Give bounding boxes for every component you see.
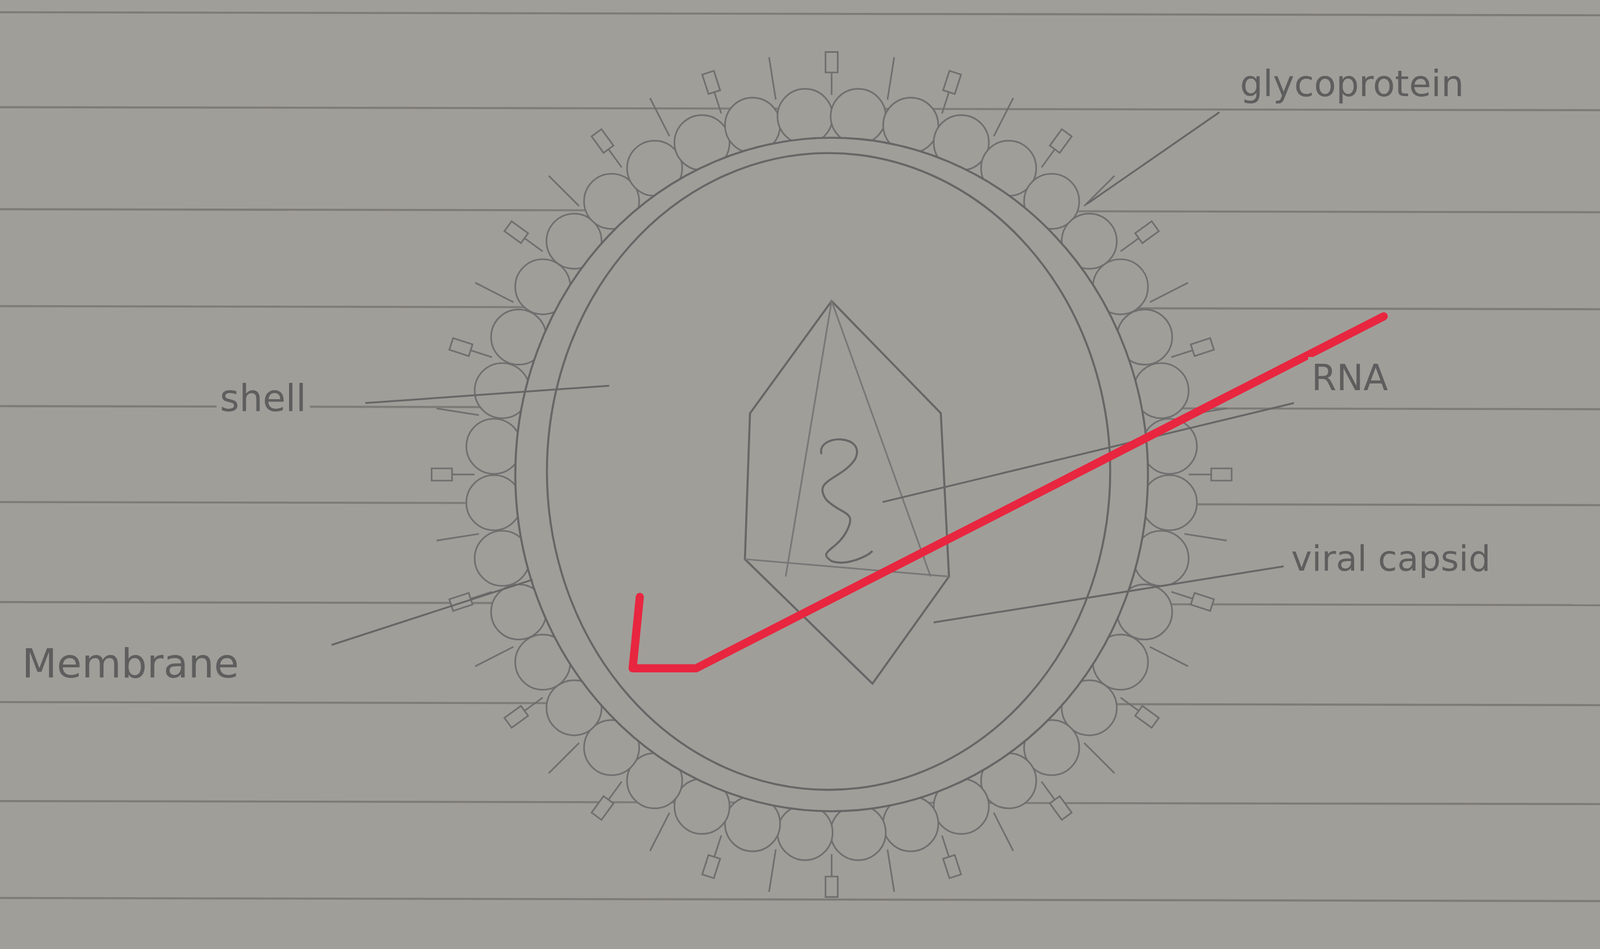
spike xyxy=(768,57,776,100)
part-label: Membrane xyxy=(18,640,243,688)
spike-head xyxy=(1134,706,1159,729)
spike xyxy=(548,742,580,774)
rna-strand xyxy=(821,439,873,563)
spike-head xyxy=(825,876,838,898)
spike-head xyxy=(943,855,962,879)
shell-outline xyxy=(547,152,1111,791)
capsid-facet xyxy=(785,300,832,577)
part-label: shell xyxy=(216,377,310,421)
envelope-bumps xyxy=(431,52,1232,898)
ruled-line xyxy=(0,12,1600,16)
part-label: RNA xyxy=(1308,357,1392,399)
part-label: viral capsid xyxy=(1287,538,1495,580)
spike xyxy=(887,849,895,892)
spike xyxy=(1184,534,1227,542)
spike xyxy=(768,849,776,892)
spike xyxy=(548,176,580,207)
spike-head xyxy=(449,337,473,356)
leader-lines xyxy=(331,112,1295,646)
spike xyxy=(1084,176,1115,207)
spike-head xyxy=(504,221,529,244)
part-label: glycoprotein xyxy=(1236,62,1468,105)
spike xyxy=(1150,647,1189,667)
spike-head xyxy=(591,129,614,153)
envelope-bump xyxy=(466,475,522,531)
spike xyxy=(993,813,1014,852)
envelope-bump xyxy=(830,88,886,144)
spike-head xyxy=(1049,796,1072,820)
membrane-outline xyxy=(515,137,1148,812)
capsid-facet xyxy=(831,300,931,577)
spike-head xyxy=(825,52,838,73)
spike-head xyxy=(1211,468,1232,481)
spike xyxy=(1084,742,1115,774)
spike-head xyxy=(1190,337,1214,356)
envelope-bump xyxy=(777,88,833,144)
spike-head xyxy=(943,70,962,94)
spike-head xyxy=(702,855,721,879)
spike xyxy=(887,57,895,100)
spike xyxy=(436,408,479,416)
ruled-line xyxy=(0,898,1600,901)
spike-head xyxy=(431,468,452,481)
spike xyxy=(650,813,670,852)
spike xyxy=(650,97,670,137)
spike-head xyxy=(449,593,473,612)
envelope-bump xyxy=(830,805,886,861)
spike-head xyxy=(1134,221,1159,244)
red-checkmark xyxy=(632,316,1384,669)
spike xyxy=(993,97,1014,137)
spike-head xyxy=(1190,593,1214,612)
spike xyxy=(436,534,479,542)
envelope-bump xyxy=(1141,475,1197,531)
envelope-bump xyxy=(466,418,522,475)
spike xyxy=(1150,282,1189,303)
spike-head xyxy=(1049,129,1072,153)
ruled-lines xyxy=(0,12,1600,902)
envelope-bump xyxy=(777,805,833,861)
spike-head xyxy=(591,796,614,820)
spike-head xyxy=(702,70,721,94)
spike xyxy=(475,282,514,303)
spike xyxy=(475,647,514,667)
spike-head xyxy=(504,706,529,729)
